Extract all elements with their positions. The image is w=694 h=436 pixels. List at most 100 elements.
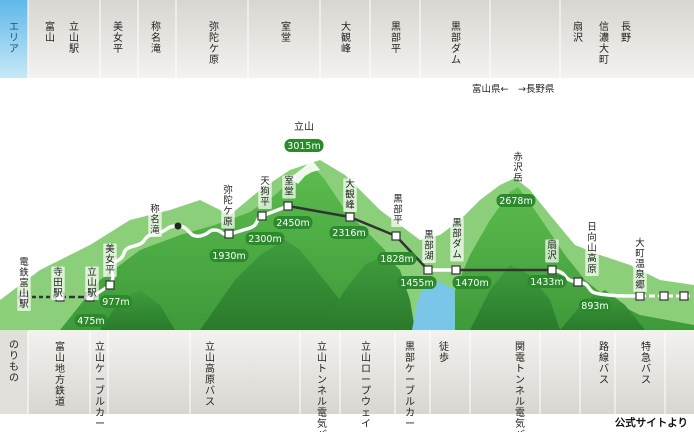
svg-text:泉: 泉 xyxy=(635,269,645,281)
svg-text:称: 称 xyxy=(151,20,161,33)
svg-text:部: 部 xyxy=(393,204,403,216)
svg-text:女: 女 xyxy=(105,254,115,266)
area-label: 扇沢 xyxy=(573,20,583,44)
svg-text:ル: ル xyxy=(405,397,415,408)
svg-text:ネ: ネ xyxy=(317,385,327,397)
svg-text:山: 山 xyxy=(317,352,327,364)
svg-text:ダ: ダ xyxy=(452,238,462,250)
svg-text:2678m: 2678m xyxy=(499,196,532,207)
svg-text:歩: 歩 xyxy=(439,351,449,364)
svg-text:カ: カ xyxy=(95,407,105,419)
svg-text:扇: 扇 xyxy=(547,239,557,251)
station-node xyxy=(573,277,583,287)
svg-text:特: 特 xyxy=(641,341,651,353)
svg-text:1470m: 1470m xyxy=(455,278,488,289)
svg-text:平: 平 xyxy=(260,197,270,208)
svg-text:バ: バ xyxy=(641,363,651,375)
svg-text:沢: 沢 xyxy=(513,162,523,174)
station-node xyxy=(423,265,433,275)
svg-text:893m: 893m xyxy=(581,301,608,312)
svg-text:天: 天 xyxy=(260,176,270,187)
svg-text:ブ: ブ xyxy=(405,384,415,397)
svg-text:ケ: ケ xyxy=(209,43,219,55)
svg-text:ケ: ケ xyxy=(405,363,415,375)
peak-label: 立山 xyxy=(294,120,314,133)
svg-text:山: 山 xyxy=(45,32,55,44)
kurobe-lake xyxy=(412,282,455,330)
svg-text:ム: ム xyxy=(452,250,462,261)
svg-text:高: 高 xyxy=(205,362,215,375)
pref-border-label: 富山県← →長野県 xyxy=(472,83,555,95)
svg-text:観: 観 xyxy=(345,189,355,201)
svg-text:475m: 475m xyxy=(77,316,104,327)
svg-text:名: 名 xyxy=(150,214,160,226)
svg-text:977m: 977m xyxy=(102,297,129,308)
svg-text:室: 室 xyxy=(281,20,291,33)
svg-text:山: 山 xyxy=(87,278,97,289)
svg-text:名: 名 xyxy=(151,31,161,44)
svg-text:長: 長 xyxy=(621,21,631,33)
svg-text:美: 美 xyxy=(113,20,123,33)
svg-text:扇: 扇 xyxy=(573,20,583,33)
station-label: 美女平 xyxy=(103,243,117,277)
station-labels: 電鉄富山駅寺田駅立山駅美女平称名滝弥陀ケ原天狗平室堂立山大観峰黒部平黒部湖黒部ダ… xyxy=(17,120,647,311)
shomyo-falls-marker xyxy=(174,222,182,230)
svg-text:湖: 湖 xyxy=(424,251,434,262)
footer-label-cell xyxy=(0,330,28,414)
svg-text:ト: ト xyxy=(515,364,525,375)
svg-text:電: 電 xyxy=(515,407,525,419)
altitude-badge: 2678m xyxy=(496,194,536,207)
svg-text:寺: 寺 xyxy=(53,267,63,278)
svg-text:陀: 陀 xyxy=(223,195,233,207)
svg-text:観: 観 xyxy=(341,31,351,44)
svg-text:ケ: ケ xyxy=(223,206,233,217)
svg-text:ー: ー xyxy=(361,375,371,386)
altitude-badge: 1455m xyxy=(397,276,437,289)
altitude-badge: 475m xyxy=(74,314,108,327)
column-dividers xyxy=(27,0,666,414)
altitude-badge: 1828m xyxy=(377,252,417,265)
svg-text:3015m: 3015m xyxy=(287,141,320,152)
svg-text:美: 美 xyxy=(105,243,115,255)
svg-text:線: 線 xyxy=(599,351,609,364)
route-ropeway xyxy=(349,215,397,238)
svg-text:黒: 黒 xyxy=(391,21,401,33)
svg-text:急: 急 xyxy=(641,351,651,364)
station-node xyxy=(659,291,669,301)
svg-text:滝: 滝 xyxy=(150,225,160,236)
svg-text:原: 原 xyxy=(587,264,597,275)
header-band xyxy=(0,0,694,78)
svg-text:ー: ー xyxy=(95,419,105,430)
svg-text:黒: 黒 xyxy=(424,230,434,241)
svg-text:立: 立 xyxy=(69,20,79,33)
svg-text:部: 部 xyxy=(451,31,461,44)
svg-text:滝: 滝 xyxy=(151,43,161,55)
station-node xyxy=(224,229,234,239)
svg-text:大: 大 xyxy=(345,178,355,190)
svg-text:向: 向 xyxy=(587,232,597,244)
svg-text:平: 平 xyxy=(391,44,401,55)
altitude-badge: 977m xyxy=(99,295,133,308)
svg-text:り: り xyxy=(9,350,19,362)
svg-text:地: 地 xyxy=(55,362,65,375)
svg-text:ネ: ネ xyxy=(515,385,525,397)
svg-text:峰: 峰 xyxy=(341,43,351,55)
svg-text:山: 山 xyxy=(19,289,29,300)
svg-text:ケ: ケ xyxy=(95,363,105,375)
svg-text:部: 部 xyxy=(452,228,462,240)
svg-text:立: 立 xyxy=(95,340,105,353)
svg-text:バ: バ xyxy=(599,363,609,375)
footer-band xyxy=(0,330,694,414)
vehicle-label: 徒歩 xyxy=(439,340,449,364)
svg-text:ロ: ロ xyxy=(361,364,371,375)
svg-text:ブ: ブ xyxy=(95,384,105,397)
svg-text:気: 気 xyxy=(515,417,525,430)
station-node xyxy=(451,265,461,275)
